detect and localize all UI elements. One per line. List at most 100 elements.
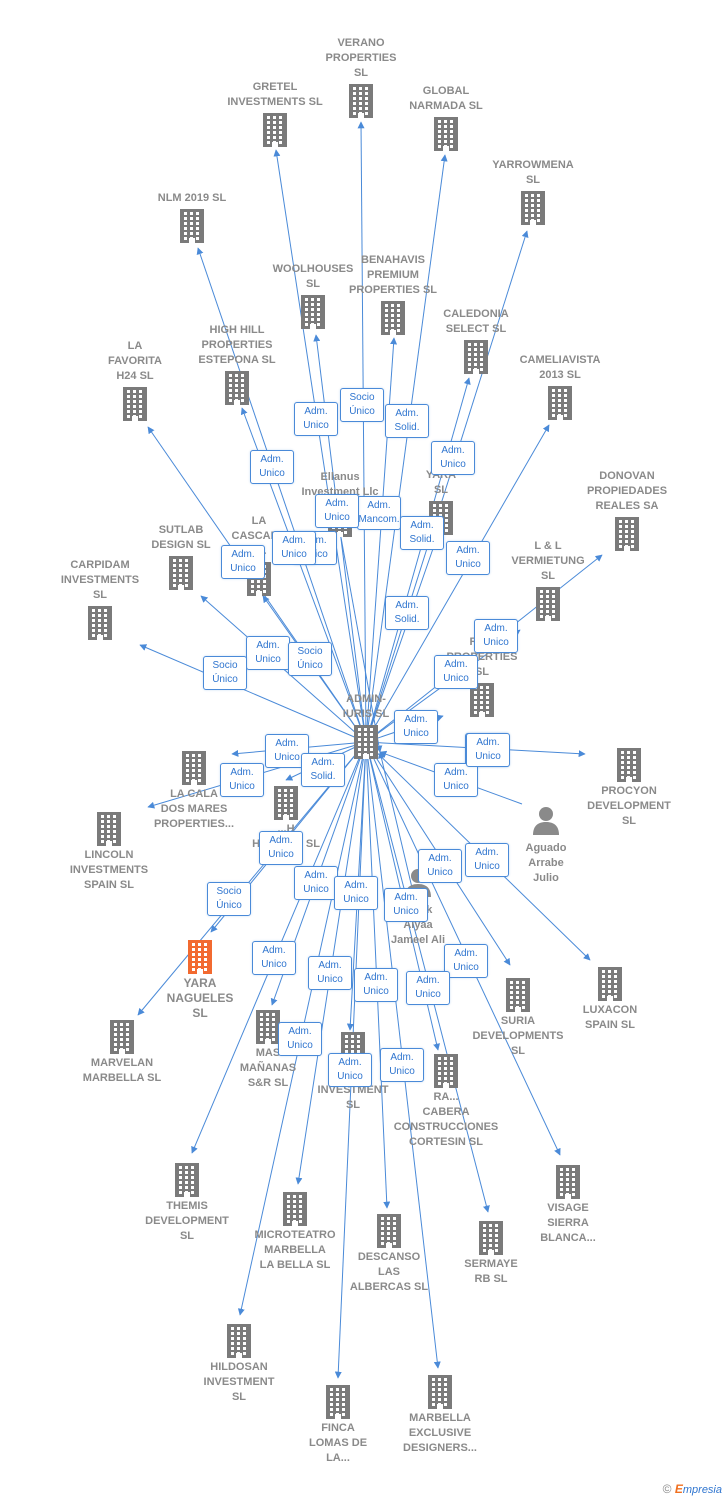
node-label: SURIA DEVELOPMENTS SL: [472, 1015, 564, 1057]
building-icon: [553, 1165, 583, 1204]
edge-label-nlm[interactable]: Adm. Unico: [250, 450, 294, 484]
node-label: PROCYON DEVELOPMENT SL: [587, 785, 671, 827]
node-label: ADMIN- IURIS SL: [342, 693, 390, 720]
building-icon: [179, 751, 209, 790]
edge-label-marbellaex[interactable]: Adm. Unico: [380, 1048, 424, 1082]
edge-admin-marvelan: [137, 741, 367, 1016]
building-icon: [94, 812, 124, 851]
node-label: L & L VERMIETUNG SL: [511, 540, 585, 582]
edge-label-marvelan[interactable]: Adm. Unico: [294, 866, 338, 900]
edge-label-verano[interactable]: Socio Único: [340, 388, 384, 422]
edge-label-yarrowmena[interactable]: Adm. Unico: [431, 441, 475, 475]
node-label: YARA NAGUELES SL: [166, 976, 234, 1020]
edge-admin-verano: [357, 121, 367, 743]
edge-label-suria[interactable]: Adm. Unico: [444, 944, 488, 978]
edge-label-descanso[interactable]: Adm. Unico: [354, 968, 398, 1002]
edge-label-yarasl[interactable]: Adm. Solid.: [385, 596, 429, 630]
building-icon: [298, 295, 328, 334]
edge-label-aguado[interactable]: Adm. Unico: [466, 733, 510, 767]
edge-admin-global: [365, 154, 448, 743]
node-label: Aguado Arrabe Julio: [525, 842, 567, 884]
building-icon: [177, 209, 207, 248]
building-icon: [374, 1214, 404, 1253]
building-icon: [85, 606, 115, 645]
building-icon: [260, 113, 290, 152]
brand-initial: E: [674, 1482, 683, 1496]
node-label: LA CALA DOS MARES PROPERTIES...: [153, 788, 235, 830]
edge-label-visage[interactable]: Adm. Unico: [434, 763, 478, 797]
edge-label-lincoln[interactable]: Adm. Unico: [265, 734, 309, 768]
building-icon: [271, 786, 301, 825]
edge-admin-yarasl: [365, 539, 438, 743]
edge-label-holding[interactable]: Adm. Solid.: [301, 753, 345, 787]
edge-admin-carpidam: [139, 644, 367, 743]
building-icon: [378, 301, 408, 340]
edge-label-microteatro[interactable]: Adm. Unico: [308, 956, 352, 990]
building-icon: [224, 1324, 254, 1363]
node-label: HIGH HILL PROPERTIES ESTEPONA SL: [198, 324, 276, 366]
building-icon: [425, 1375, 455, 1414]
edge-label-caledonia[interactable]: Adm. Solid.: [400, 516, 444, 550]
node-label: SUTLAB DESIGN SL: [151, 524, 211, 551]
building-icon: [431, 1054, 461, 1093]
building-icon: [107, 1020, 137, 1059]
edge-label-masmananas[interactable]: Adm. Unico: [259, 831, 303, 865]
building-icon: [614, 748, 644, 787]
edge-label-donovan[interactable]: Adm. Unico: [474, 619, 518, 653]
edge-label-raproperties[interactable]: Adm. Unico: [394, 710, 438, 744]
edge-label-gretel[interactable]: Adm. Unico: [294, 402, 338, 436]
node-label: FINCA LOMAS DE LA...: [308, 1422, 368, 1464]
node-label: LA FAVORITA H24 SL: [108, 340, 162, 382]
edge-label-lacala[interactable]: Adm. Unico: [220, 763, 264, 797]
node-label: LUXACON SPAIN SL: [582, 1004, 638, 1031]
edge-label-finca[interactable]: Adm. Unico: [328, 1053, 372, 1087]
node-label: WOOLHOUSES SL: [272, 263, 354, 290]
edge-label-ellanus[interactable]: Adm. Unico: [315, 494, 359, 528]
node-label: VISAGE SIERRA BLANCA...: [540, 1202, 596, 1244]
building-icon: [280, 1192, 310, 1231]
edge-label-sermaye[interactable]: Adm. Unico: [418, 849, 462, 883]
edge-label-hinvest[interactable]: Adm. Unico: [334, 876, 378, 910]
building-icon: [612, 517, 642, 556]
node-label: MAS MAÑANAS S&R SL: [239, 1047, 297, 1089]
building-icon: [346, 84, 376, 123]
building-icon: [476, 1221, 506, 1260]
edge-label-luxacon[interactable]: Adm. Unico: [465, 843, 509, 877]
node-label: GRETEL INVESTMENTS SL: [227, 81, 323, 108]
edge-label-yaranag[interactable]: Socio Único: [207, 882, 251, 916]
edge-label-global[interactable]: Adm. Solid.: [385, 404, 429, 438]
edge-label-lafavorita[interactable]: Adm. Unico: [221, 545, 265, 579]
edge-admin-cameliavista: [365, 424, 550, 743]
edge-label-farook[interactable]: Adm. Unico: [384, 888, 428, 922]
edge-admin-nlm: [196, 247, 367, 743]
building-icon: [595, 967, 625, 1006]
building-icon: [518, 191, 548, 230]
node-label: NLM 2019 SL: [157, 192, 227, 204]
edge-label-cameliavista[interactable]: Adm. Unico: [446, 541, 490, 575]
building-icon: [533, 587, 563, 626]
node-label: CALEDONIA SELECT SL: [443, 308, 509, 335]
edge-label-hildosan[interactable]: Adm. Unico: [278, 1022, 322, 1056]
node-label: VERANO PROPERTIES SL: [325, 37, 397, 79]
building-icon: [461, 340, 491, 379]
building-icon: [172, 1163, 202, 1202]
edge-label-carpidam[interactable]: Socio Único: [203, 656, 247, 690]
edge-farook-admin: [378, 751, 414, 893]
edge-label-sutlab[interactable]: Adm. Unico: [246, 636, 290, 670]
node-label: YARROWMENA SL: [492, 159, 574, 186]
building-icon: [185, 940, 215, 979]
edge-label-llvermi[interactable]: Adm. Unico: [434, 655, 478, 689]
brand-footer: © Empresia: [663, 1482, 722, 1496]
building-icon: [431, 117, 461, 156]
building-icon: [166, 556, 196, 595]
edge-label-lacascada[interactable]: Socio Único: [288, 642, 332, 676]
node-label: HILDOSAN INVESTMENT SL: [203, 1361, 275, 1403]
building-icon: [545, 386, 575, 425]
node-label: MARBELLA EXCLUSIVE DESIGNERS...: [403, 1412, 477, 1454]
edge-label-benahavis[interactable]: Adm. Mancom.: [357, 496, 401, 530]
edge-label-highhill[interactable]: Adm. Unico: [272, 531, 316, 565]
edge-label-themis[interactable]: Adm. Unico: [252, 941, 296, 975]
node-label: MARVELAN MARBELLA SL: [82, 1057, 162, 1084]
edge-label-cabera[interactable]: Adm. Unico: [406, 971, 450, 1005]
